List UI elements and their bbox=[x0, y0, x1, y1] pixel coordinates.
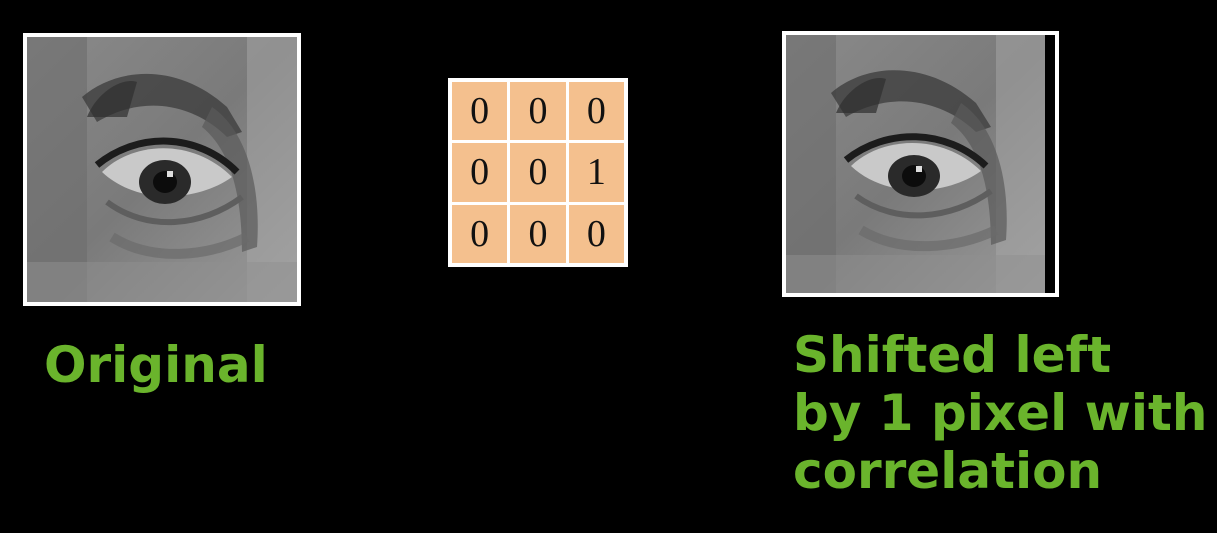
original-eye-image bbox=[23, 33, 301, 306]
shifted-eye-image bbox=[782, 31, 1059, 297]
shifted-caption-line: by 1 pixel with bbox=[793, 384, 1208, 442]
kernel-cell: 0 bbox=[568, 204, 624, 263]
kernel-cell: 0 bbox=[510, 82, 566, 141]
kernel-cell: 0 bbox=[510, 143, 566, 202]
original-caption: Original bbox=[44, 336, 268, 394]
kernel-cell: 0 bbox=[568, 82, 624, 141]
kernel-cell: 0 bbox=[452, 143, 508, 202]
eye-photo-graphic bbox=[786, 35, 1055, 293]
kernel-cell: 0 bbox=[510, 204, 566, 263]
kernel-cell: 0 bbox=[452, 204, 508, 263]
shifted-caption-line: Shifted left bbox=[793, 326, 1112, 384]
kernel-cell: 0 bbox=[452, 82, 508, 141]
kernel-matrix: 0 0 0 0 0 1 0 0 0 bbox=[448, 78, 628, 267]
shifted-caption: Shifted left by 1 pixel with correlation bbox=[793, 326, 1217, 500]
shifted-caption-line: correlation bbox=[793, 442, 1103, 500]
eye-photo-graphic bbox=[27, 37, 297, 302]
kernel-cell: 1 bbox=[568, 143, 624, 202]
